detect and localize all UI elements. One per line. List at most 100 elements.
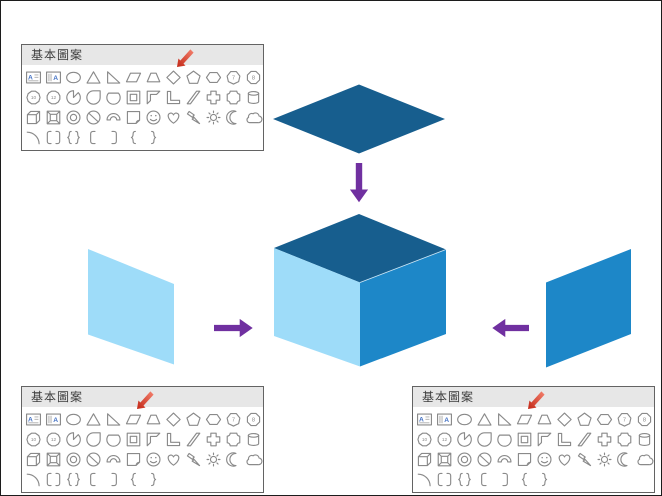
- shape-octagon-icon[interactable]: 8: [634, 409, 654, 429]
- shape-pie-icon[interactable]: [63, 429, 83, 449]
- shape-moon-icon[interactable]: [614, 449, 634, 469]
- shape-text-box-icon[interactable]: A: [23, 67, 43, 87]
- shape-frame-icon[interactable]: [123, 429, 143, 449]
- shape-octagon-icon[interactable]: 8: [243, 67, 263, 87]
- shape-isosceles-triangle-icon[interactable]: [83, 67, 103, 87]
- shape-right-brace-icon[interactable]: [534, 469, 554, 489]
- shape-cloud-icon[interactable]: [243, 107, 263, 127]
- shape-diamond-icon[interactable]: [163, 409, 183, 429]
- shape-vertical-text-box-icon[interactable]: A: [43, 67, 63, 87]
- shape-double-bracket-icon[interactable]: [43, 127, 63, 147]
- shape-corner-icon[interactable]: [163, 87, 183, 107]
- shape-double-brace-icon[interactable]: [63, 127, 83, 147]
- shape-double-brace-icon[interactable]: [454, 469, 474, 489]
- shape-left-brace-icon[interactable]: [123, 127, 143, 147]
- right-parallelogram[interactable]: [546, 249, 631, 368]
- shape-teardrop-icon[interactable]: [83, 429, 103, 449]
- shape-can-icon[interactable]: [243, 87, 263, 107]
- shape-sun-icon[interactable]: [594, 449, 614, 469]
- shape-decagon-icon[interactable]: 10: [23, 429, 43, 449]
- shape-frame-icon[interactable]: [123, 87, 143, 107]
- cube-left-face[interactable]: [274, 248, 360, 367]
- shape-folded-corner-icon[interactable]: [123, 449, 143, 469]
- shape-bevel-icon[interactable]: [434, 449, 454, 469]
- shape-left-bracket-icon[interactable]: [83, 469, 103, 489]
- shape-heart-icon[interactable]: [554, 449, 574, 469]
- shape-arc-icon[interactable]: [23, 127, 43, 147]
- shape-oval-icon[interactable]: [63, 409, 83, 429]
- shape-half-frame-icon[interactable]: [143, 429, 163, 449]
- shape-cross-icon[interactable]: [594, 429, 614, 449]
- shape-moon-icon[interactable]: [223, 449, 243, 469]
- shape-teardrop-icon[interactable]: [83, 87, 103, 107]
- shape-half-frame-icon[interactable]: [143, 87, 163, 107]
- shape-left-brace-icon[interactable]: [123, 469, 143, 489]
- top-diamond-shape[interactable]: [273, 84, 445, 154]
- cube-top-face[interactable]: [274, 214, 446, 283]
- shape-trapezoid-icon[interactable]: [143, 409, 163, 429]
- shape-trapezoid-icon[interactable]: [143, 67, 163, 87]
- shape-sun-icon[interactable]: [203, 449, 223, 469]
- shape-right-bracket-icon[interactable]: [103, 469, 123, 489]
- shape-teardrop-icon[interactable]: [474, 429, 494, 449]
- shape-trapezoid-icon[interactable]: [534, 409, 554, 429]
- shape-donut-icon[interactable]: [63, 449, 83, 469]
- shape-heart-icon[interactable]: [163, 107, 183, 127]
- shape-right-triangle-icon[interactable]: [494, 409, 514, 429]
- shape-cube-icon[interactable]: [23, 107, 43, 127]
- shape-hexagon-icon[interactable]: [203, 409, 223, 429]
- shape-double-brace-icon[interactable]: [63, 469, 83, 489]
- shape-no-symbol-icon[interactable]: [474, 449, 494, 469]
- shape-plaque-icon[interactable]: [614, 429, 634, 449]
- shape-diamond-icon[interactable]: [163, 67, 183, 87]
- shape-octagon-icon[interactable]: 8: [243, 409, 263, 429]
- shape-frame-icon[interactable]: [514, 429, 534, 449]
- shape-parallelogram-icon[interactable]: [514, 409, 534, 429]
- shape-folded-corner-icon[interactable]: [514, 449, 534, 469]
- shape-decagon-icon[interactable]: 10: [23, 87, 43, 107]
- shape-right-brace-icon[interactable]: [143, 469, 163, 489]
- shape-bevel-icon[interactable]: [43, 449, 63, 469]
- shape-arc-icon[interactable]: [23, 469, 43, 489]
- shape-diamond-icon[interactable]: [554, 409, 574, 429]
- shape-dodecagon-icon[interactable]: 12: [434, 429, 454, 449]
- shape-lightning-bolt-icon[interactable]: [183, 449, 203, 469]
- shape-plaque-icon[interactable]: [223, 87, 243, 107]
- cube-right-face[interactable]: [360, 249, 446, 367]
- shape-donut-icon[interactable]: [454, 449, 474, 469]
- shape-right-bracket-icon[interactable]: [494, 469, 514, 489]
- shape-right-triangle-icon[interactable]: [103, 409, 123, 429]
- shape-hexagon-icon[interactable]: [203, 67, 223, 87]
- shape-hexagon-icon[interactable]: [594, 409, 614, 429]
- shape-dodecagon-icon[interactable]: 12: [43, 429, 63, 449]
- shape-left-bracket-icon[interactable]: [83, 127, 103, 147]
- shape-corner-icon[interactable]: [554, 429, 574, 449]
- shape-dodecagon-icon[interactable]: 12: [43, 87, 63, 107]
- shape-oval-icon[interactable]: [63, 67, 83, 87]
- shape-smiley-face-icon[interactable]: [143, 449, 163, 469]
- shape-diagonal-stripe-icon[interactable]: [183, 87, 203, 107]
- shape-oval-icon[interactable]: [454, 409, 474, 429]
- shape-cloud-icon[interactable]: [634, 449, 654, 469]
- shape-folded-corner-icon[interactable]: [123, 107, 143, 127]
- shape-pie-icon[interactable]: [454, 429, 474, 449]
- shape-can-icon[interactable]: [243, 429, 263, 449]
- shape-corner-icon[interactable]: [163, 429, 183, 449]
- shape-text-box-icon[interactable]: A: [23, 409, 43, 429]
- shape-donut-icon[interactable]: [63, 107, 83, 127]
- shape-parallelogram-icon[interactable]: [123, 67, 143, 87]
- shape-plaque-icon[interactable]: [223, 429, 243, 449]
- shape-double-bracket-icon[interactable]: [434, 469, 454, 489]
- shape-block-arc-icon[interactable]: [103, 449, 123, 469]
- shape-cube-icon[interactable]: [23, 449, 43, 469]
- shape-sun-icon[interactable]: [203, 107, 223, 127]
- left-parallelogram[interactable]: [88, 249, 174, 365]
- shape-right-triangle-icon[interactable]: [103, 67, 123, 87]
- shape-cloud-icon[interactable]: [243, 449, 263, 469]
- shape-isosceles-triangle-icon[interactable]: [83, 409, 103, 429]
- shape-isosceles-triangle-icon[interactable]: [474, 409, 494, 429]
- shape-parallelogram-icon[interactable]: [123, 409, 143, 429]
- shape-cross-icon[interactable]: [203, 87, 223, 107]
- shape-no-symbol-icon[interactable]: [83, 107, 103, 127]
- shape-lightning-bolt-icon[interactable]: [183, 107, 203, 127]
